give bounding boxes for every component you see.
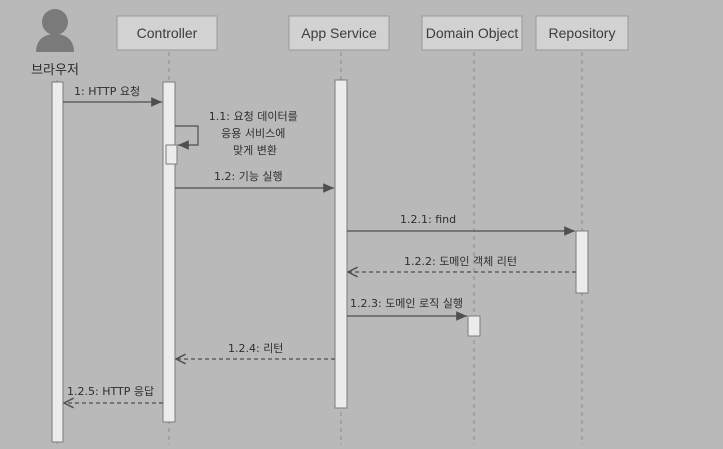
browser-actor: 브라우저 <box>31 9 79 78</box>
controller-label: Controller <box>137 25 198 41</box>
controller-self-activation <box>165 144 178 165</box>
controller-participant: Controller <box>116 15 218 51</box>
app-service-activation <box>334 79 348 409</box>
app-service-label: App Service <box>301 25 377 41</box>
repository-participant: Repository <box>535 15 629 51</box>
message-return-label: 1.2.4: 리턴 <box>228 342 283 355</box>
controller-activation <box>162 81 176 423</box>
message-domain-logic-label: 1.2.3: 도메인 로직 실행 <box>350 297 463 310</box>
message-find-label: 1.2.1: find <box>400 213 456 226</box>
domain-object-participant: Domain Object <box>421 15 523 51</box>
message-http-response-label: 1.2.5: HTTP 응답 <box>67 385 154 398</box>
message-self-convert-arrow <box>175 125 199 150</box>
message-self-convert-line-1: 1.1: 요청 데이터를 <box>209 110 298 123</box>
browser-activation <box>51 81 64 443</box>
domain-object-activation <box>467 315 481 337</box>
repository-activation <box>575 230 589 294</box>
message-self-convert-label: 1.1: 요청 데이터를 응용 서비스에 맞게 변환 <box>209 110 301 157</box>
browser-label: 브라우저 <box>31 63 79 78</box>
repository-label: Repository <box>549 25 616 41</box>
message-self-convert-line-2: 응용 서비스에 <box>221 127 285 140</box>
message-execute-label: 1.2: 기능 실행 <box>214 170 283 183</box>
app-service-participant: App Service <box>288 15 390 51</box>
message-return-domain-label: 1.2.2: 도메인 객체 리턴 <box>404 255 517 268</box>
domain-object-label: Domain Object <box>426 25 519 41</box>
message-self-convert-line-3: 맞게 변환 <box>233 144 277 157</box>
user-icon <box>36 9 74 52</box>
message-http-request-label: 1: HTTP 요청 <box>74 85 140 98</box>
